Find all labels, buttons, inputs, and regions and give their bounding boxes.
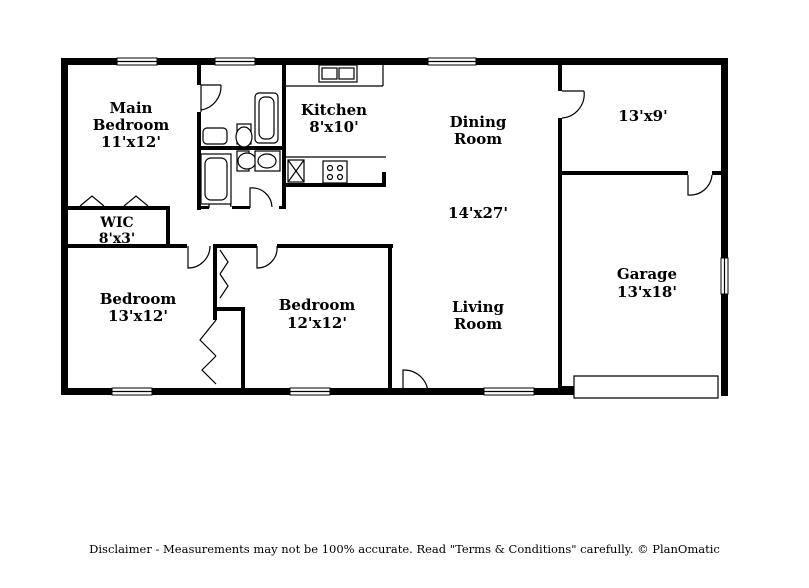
room-label-bedroom-left: Bedroom 13'x12' <box>100 290 177 325</box>
disclaimer-text: Disclaimer - Measurements may not be 100… <box>89 542 720 556</box>
dining-name-line1: Dining <box>450 113 507 131</box>
interior-walls <box>66 63 724 395</box>
room-label-dining: Dining Room <box>450 113 507 148</box>
garage-name: Garage <box>617 265 677 283</box>
fixtures <box>200 64 386 205</box>
closet-doors <box>79 195 229 385</box>
main-bedroom-name-line1: Main <box>110 99 153 117</box>
bedroom-mid-size: 12'x12' <box>287 314 347 332</box>
room-label-bedroom-mid: Bedroom 12'x12' <box>279 296 356 332</box>
room-label-living: Living Room <box>452 298 505 333</box>
bedroom-left-size: 13'x12' <box>108 307 168 325</box>
room-label-kitchen: Kitchen 8'x10' <box>301 101 367 136</box>
living-name-line2: Room <box>454 315 502 333</box>
wic-size: 8'x3' <box>99 231 135 247</box>
bedroom-mid-name: Bedroom <box>279 296 356 314</box>
room-label-main-bedroom: Main Bedroom 11'x12' <box>93 99 170 151</box>
main-bedroom-size: 11'x12' <box>101 133 161 151</box>
bedroom-left-name: Bedroom <box>100 290 177 308</box>
wic-name: WIC <box>99 215 133 231</box>
kitchen-name: Kitchen <box>301 101 367 119</box>
windows <box>111 57 729 396</box>
living-dining-size: 14'x27' <box>448 204 508 222</box>
room-label-wic: WIC 8'x3' <box>99 215 135 247</box>
door-swings <box>187 84 719 399</box>
main-bedroom-name-line2: Bedroom <box>93 116 170 134</box>
storage-size: 13'x9' <box>618 107 667 125</box>
living-name-line1: Living <box>452 298 505 316</box>
room-label-garage: Garage 13'x18' <box>617 265 677 301</box>
kitchen-size: 8'x10' <box>309 118 358 136</box>
garage-size: 13'x18' <box>617 283 677 301</box>
dining-name-line2: Room <box>454 130 502 148</box>
